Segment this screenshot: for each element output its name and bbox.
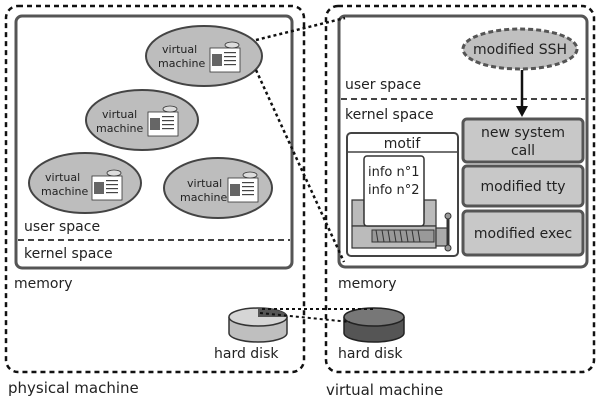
virtual-kernel-space-label: kernel space xyxy=(345,107,434,123)
virtual-user-space-label: user space xyxy=(345,77,421,93)
modified-exec-label: modified exec xyxy=(474,226,572,242)
virtual-memory-box xyxy=(337,14,589,269)
vm-ellipse-middle: virtual machine xyxy=(85,89,199,151)
vm-label-line2: machine xyxy=(41,185,89,198)
physical-memory-label: memory xyxy=(14,276,73,292)
new-system-call-label-line2: call xyxy=(511,143,535,159)
vm-label-line1: virtual xyxy=(187,177,222,190)
vm-label-line1: virtual xyxy=(162,43,197,56)
virtual-hard-disk-label: hard disk xyxy=(338,346,403,362)
virtual-machine-label: virtual machine xyxy=(326,381,443,399)
physical-machine-frame xyxy=(4,4,306,374)
virtual-machine-frame xyxy=(324,4,596,374)
zoom-line-upper xyxy=(255,16,346,42)
vm-label-line1: virtual xyxy=(102,108,137,121)
physical-user-space-label: user space xyxy=(24,219,100,235)
physical-hard-disk-label: hard disk xyxy=(214,346,279,362)
modified-ssh-label: modified SSH xyxy=(473,42,567,58)
virtual-hard-disk xyxy=(343,307,405,343)
vise-icon xyxy=(351,199,452,252)
modified-tty-label: modified tty xyxy=(480,179,565,195)
info-line-2: info n°2 xyxy=(368,183,420,198)
info-paper xyxy=(363,155,425,227)
info-line-1: info n°1 xyxy=(368,165,420,180)
vm-ellipse-left: virtual machine xyxy=(28,152,142,214)
physical-kernel-space-label: kernel space xyxy=(24,246,113,262)
arrow-head-icon xyxy=(516,106,528,117)
virtual-memory-label: memory xyxy=(338,276,397,292)
modified-ssh-ellipse xyxy=(461,27,579,71)
modified-tty-box xyxy=(461,164,585,208)
new-system-call-box xyxy=(461,117,585,164)
physical-memory-box xyxy=(14,14,294,270)
motif-title: motif xyxy=(384,136,422,152)
vm-ellipse-top: virtual machine xyxy=(145,25,263,87)
new-system-call-label-line1: new system xyxy=(481,125,565,141)
modified-exec-box xyxy=(461,209,585,257)
physical-hard-disk xyxy=(228,307,288,343)
vm-label-line2: machine xyxy=(96,122,144,135)
physical-machine-label: physical machine xyxy=(8,379,139,397)
vm-label-line2: machine xyxy=(158,57,206,70)
vm-label-line2: machine xyxy=(180,191,228,204)
vm-ellipse-right: virtual machine xyxy=(163,157,273,219)
zoom-line-lower xyxy=(254,69,346,263)
vm-label-line1: virtual xyxy=(45,171,80,184)
